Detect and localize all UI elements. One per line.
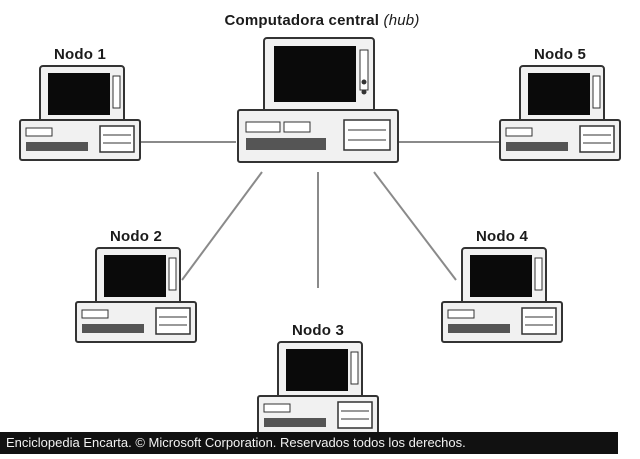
node-1-label: Nodo 1 [53,46,107,63]
node-2-computer-icon [75,247,197,343]
hub-label-suffix: (hub) [383,12,420,29]
link-hub-node-4 [373,171,457,281]
node-3-computer-icon [257,341,379,437]
link-hub-node-2 [181,171,263,281]
hub-label: Computadora central (hub) [224,12,419,29]
node-2-label: Nodo 2 [109,228,163,245]
node-5-label: Nodo 5 [533,46,587,63]
node-5-computer-icon [499,65,621,161]
node-4-label: Nodo 4 [475,228,529,245]
node-3-label: Nodo 3 [291,322,345,339]
node-1-computer-icon [19,65,141,161]
hub-label-text: Computadora central [224,12,380,29]
copyright-caption: Enciclopedia Encarta. © Microsoft Corpor… [0,432,618,454]
node-4-computer-icon [441,247,563,343]
hub-computer-icon [237,37,399,163]
